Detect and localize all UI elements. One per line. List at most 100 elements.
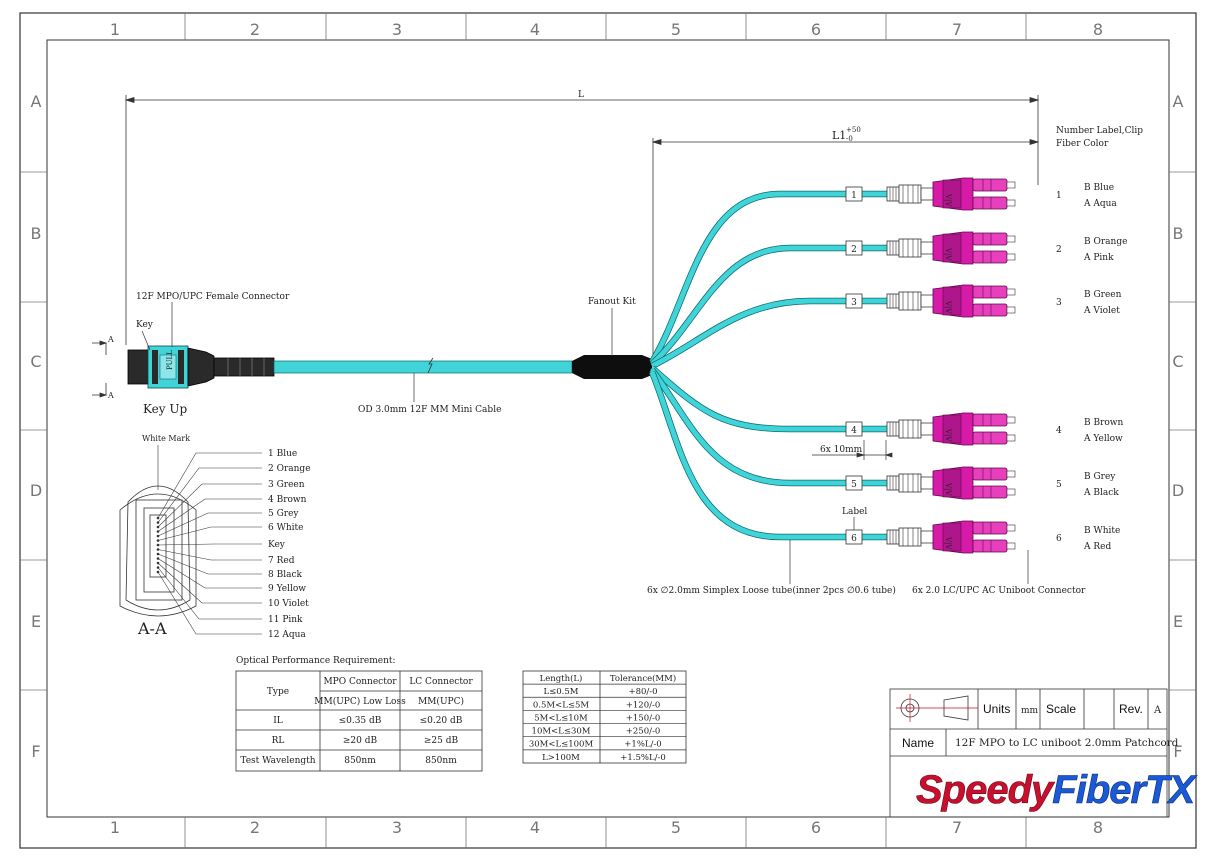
leg-label-box <box>845 186 863 202</box>
pull-tab-label: PULL <box>166 350 174 370</box>
fiber-a-color: A Pink <box>1083 253 1114 263</box>
grid-row-right-B: B <box>1173 224 1184 243</box>
name-value: 12F MPO to LC uniboot 2.0mm Patchcord <box>955 737 1179 749</box>
dim-l1-minus: -0 <box>846 135 853 143</box>
lc-uniboot-connector <box>886 177 1016 211</box>
inner-border <box>46 39 1170 818</box>
grid-col-top-4: 4 <box>530 20 540 39</box>
fiber-a-color: A Black <box>1083 488 1119 498</box>
optical-sub-lc: MM(UPC) <box>418 696 464 707</box>
label-callout: Label <box>842 507 867 517</box>
mpo-connector-label: 12F MPO/UPC Female Connector <box>136 292 290 302</box>
optical-header-mpo: MPO Connector <box>323 677 397 687</box>
fiber-a-color: A Aqua <box>1083 199 1117 209</box>
fiber-b-color: B Green <box>1084 290 1122 300</box>
dim-l1-plus: +50 <box>846 126 861 134</box>
section-marker-top <box>92 340 108 355</box>
lc-uniboot-connector <box>886 520 1016 554</box>
fanout-label: Fanout Kit <box>588 297 636 307</box>
fiber-b-color: B White <box>1084 526 1120 536</box>
fiber-callout-label: 10 Violet <box>268 599 309 609</box>
grid-col-top-6: 6 <box>811 20 821 39</box>
grid-col-top-1: 1 <box>110 20 120 39</box>
leg-number: 6 <box>1056 534 1062 544</box>
tolerance-length-cell: 30M<L≤100M <box>529 740 594 750</box>
tube-length-label: 6x 10mm <box>820 445 863 455</box>
grid-col-bottom-3: 3 <box>392 818 402 837</box>
grid-row-right-A: A <box>1173 92 1184 111</box>
key-label: Key <box>136 320 154 330</box>
tolerance-value-cell: +80/-0 <box>628 687 657 697</box>
grid-row-left-A: A <box>31 92 42 111</box>
rev-label: Rev. <box>1119 702 1143 716</box>
optical-row-wavelength: Test Wavelength <box>240 756 315 766</box>
fiber-b-color: B Brown <box>1084 418 1124 428</box>
tube-length-dim <box>812 440 893 460</box>
tolerance-table <box>522 670 687 764</box>
key-up-label: Key Up <box>143 402 187 416</box>
white-mark-label: White Mark <box>142 434 190 443</box>
dimension-l1 <box>651 138 1040 362</box>
rev-value: A <box>1153 705 1162 716</box>
leg-number: 4 <box>1056 426 1062 436</box>
leg-label-box <box>845 240 863 256</box>
fiber-callout-label: 11 Pink <box>268 615 303 625</box>
fiber-a-color: A Violet <box>1083 306 1120 316</box>
fiber-callout-label: 7 Red <box>268 556 295 566</box>
tolerance-length-cell: 10M<L≤30M <box>532 727 591 737</box>
fanout-kit <box>572 355 652 379</box>
mpo-connector <box>127 345 275 389</box>
grid-col-bottom-2: 2 <box>250 818 260 837</box>
leg-number: 1 <box>1056 191 1062 201</box>
optical-rl-lc: ≥25 dB <box>424 736 459 746</box>
grid-col-top-2: 2 <box>250 20 260 39</box>
fiber-callout-label: 6 White <box>268 523 303 533</box>
tolerance-value-cell: +150/-0 <box>626 713 661 723</box>
fiber-callout-label: 2 Orange <box>268 464 311 474</box>
trunk-cable <box>273 357 573 374</box>
grid-col-bottom-7: 7 <box>952 818 962 837</box>
fiber-color-text: Fiber Color <box>1056 139 1109 149</box>
tolerance-length-cell: 0.5M<L≤5M <box>533 700 590 710</box>
tube-label: 6x ∅2.0mm Simplex Loose tube(inner 2pcs … <box>647 585 896 596</box>
lc-uniboot-connector <box>886 466 1016 500</box>
optical-il-mpo: ≤0.35 dB <box>339 716 382 726</box>
scale-label: Scale <box>1046 702 1076 716</box>
fiber-b-color: B Grey <box>1084 472 1116 482</box>
grid-col-top-5: 5 <box>671 20 681 39</box>
grid-row-left-E: E <box>31 612 41 631</box>
tolerance-value-cell: +1.5%L/-0 <box>620 753 666 763</box>
optical-header-lc: LC Connector <box>409 677 473 687</box>
grid-col-top-7: 7 <box>952 20 962 39</box>
fiber-callout-label: Key <box>268 540 286 550</box>
fiber-callout-label: 1 Blue <box>268 449 297 459</box>
tolerance-length-cell: L>100M <box>542 753 580 763</box>
cable-label: OD 3.0mm 12F MM Mini Cable <box>358 405 501 415</box>
leg-label-number: 6 <box>851 534 857 544</box>
company-logo: SpeedyFiberTX <box>916 768 1198 812</box>
aa-section-view <box>119 485 197 617</box>
grid-row-right-F: F <box>1173 742 1182 761</box>
fiber-callout-label: 5 Grey <box>268 509 299 519</box>
tolerance-value-cell: +250/-0 <box>626 727 661 737</box>
tolerance-header-length: Length(L) <box>540 673 583 684</box>
leg-label-number: 1 <box>851 191 857 201</box>
fiber-a-color: A Red <box>1083 542 1111 552</box>
dim-l-label: L <box>578 90 584 100</box>
lc-label: 6x 2.0 LC/UPC AC Uniboot Connector <box>912 586 1086 596</box>
units-value: mm <box>1021 706 1039 716</box>
fiber-callout-label: 3 Green <box>268 480 305 490</box>
leg-number: 5 <box>1056 480 1062 490</box>
grid-row-right-E: E <box>1173 612 1183 631</box>
name-label: Name <box>902 736 934 750</box>
optical-wl-lc: 850nm <box>425 756 457 766</box>
grid-row-right-C: C <box>1172 352 1183 371</box>
